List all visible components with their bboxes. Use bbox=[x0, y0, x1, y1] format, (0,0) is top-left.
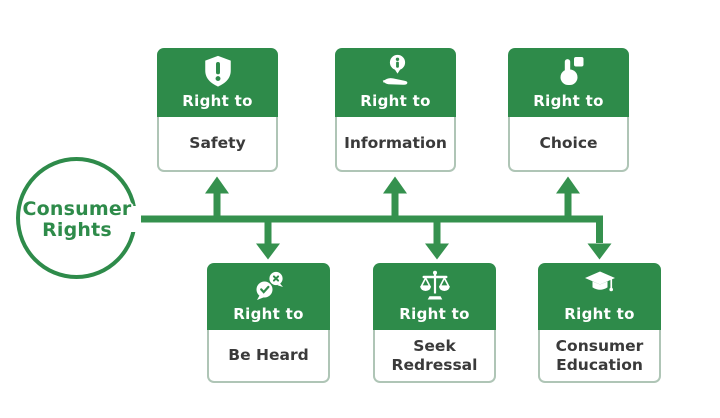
card-right-to-choice: Right to Choice bbox=[508, 48, 629, 172]
card-header: Right to bbox=[538, 263, 661, 330]
circle-label-line1: Consumer bbox=[22, 198, 132, 220]
card-right-to-information: Right to Information bbox=[335, 48, 456, 172]
card-header-label: Right to bbox=[533, 92, 604, 110]
arrow-up-to-information bbox=[383, 176, 407, 221]
card-header: Right to bbox=[508, 48, 629, 117]
circle-stroke-gap bbox=[128, 206, 141, 232]
info-hand-icon bbox=[382, 54, 407, 85]
circle-label-line2: Rights bbox=[42, 219, 112, 241]
arrow-up-to-safety bbox=[205, 176, 229, 221]
card-right-to-consumer-education: Right to Consumer Education bbox=[538, 263, 661, 383]
card-header-label: Right to bbox=[182, 92, 253, 110]
card-label: Information bbox=[335, 117, 456, 172]
card-header: Right to bbox=[373, 263, 496, 330]
card-label: Consumer Education bbox=[538, 330, 661, 383]
card-right-to-seek-redressal: Right to Seek Redressal bbox=[373, 263, 496, 383]
card-label: Safety bbox=[157, 117, 278, 172]
card-header-label: Right to bbox=[360, 92, 431, 110]
tap-choice-icon bbox=[560, 57, 583, 85]
graduation-cap-icon bbox=[584, 271, 615, 292]
main-timeline-line bbox=[141, 215, 603, 243]
arrow-down-to-seek-redressal bbox=[425, 217, 449, 260]
card-right-to-safety: Right to Safety bbox=[157, 48, 278, 172]
card-header: Right to bbox=[207, 263, 330, 330]
card-header-label: Right to bbox=[564, 305, 635, 323]
card-header: Right to bbox=[157, 48, 278, 117]
card-label: Be Heard bbox=[207, 330, 330, 383]
consumer-rights-label: Consumer Rights bbox=[2, 199, 152, 241]
card-header-label: Right to bbox=[233, 305, 304, 323]
card-label: Seek Redressal bbox=[373, 330, 496, 383]
shield-exclamation-icon bbox=[204, 55, 231, 87]
card-header-label: Right to bbox=[399, 305, 470, 323]
speech-bubbles-icon bbox=[256, 271, 283, 300]
arrow-up-to-choice bbox=[556, 176, 580, 221]
justice-scale-icon bbox=[419, 270, 450, 300]
arrow-down-to-be-heard bbox=[256, 217, 280, 260]
card-label: Choice bbox=[508, 117, 629, 172]
card-right-to-be-heard: Right to Be Heard bbox=[207, 263, 330, 383]
arrow-down-to-consumer-education bbox=[587, 243, 612, 260]
card-header: Right to bbox=[335, 48, 456, 117]
